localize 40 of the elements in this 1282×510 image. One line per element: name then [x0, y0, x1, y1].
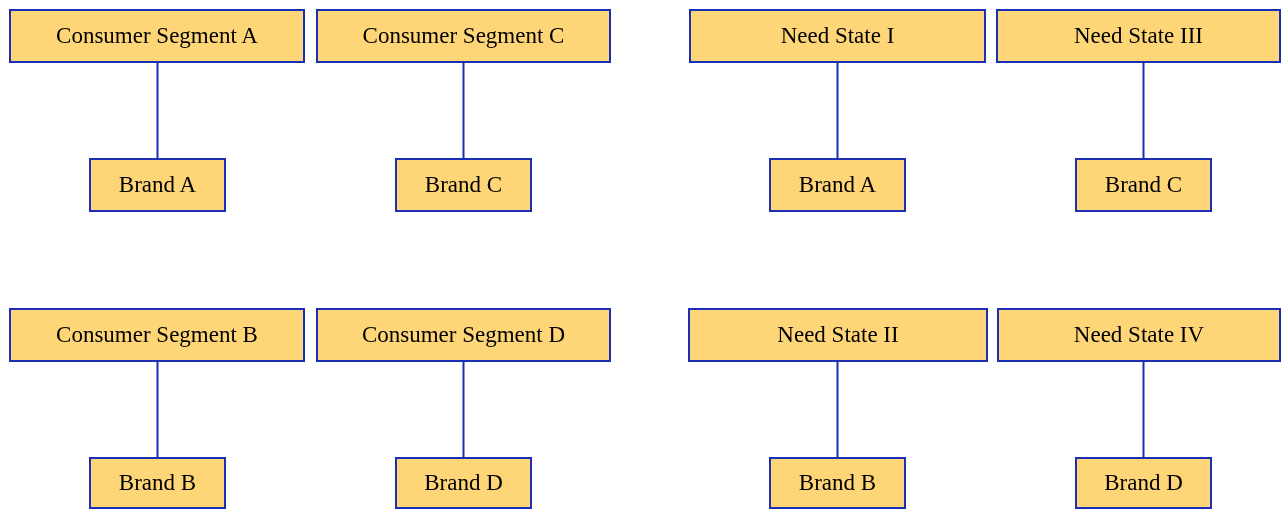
label-box [997, 308, 1281, 362]
connector-line [836, 62, 839, 159]
label-box [395, 158, 532, 212]
box-label: Consumer Segment C [362, 21, 565, 50]
connector-line [1142, 361, 1145, 458]
box-label: Brand D [424, 468, 503, 497]
label-box [689, 9, 986, 63]
connector-line [836, 361, 839, 458]
label-box [688, 308, 988, 362]
label-box [1075, 158, 1212, 212]
label-box [9, 308, 305, 362]
connector-line [156, 62, 159, 159]
box-label: Brand B [118, 468, 197, 497]
box-label: Need State IV [1073, 320, 1205, 349]
label-box [395, 457, 532, 509]
box-label: Brand A [118, 170, 197, 199]
label-box [9, 9, 305, 63]
label-box [769, 457, 906, 509]
box-label: Brand C [424, 170, 503, 199]
connector-line [1142, 62, 1145, 159]
connector-line [462, 62, 465, 159]
label-box [769, 158, 906, 212]
box-label: Need State II [777, 320, 899, 349]
box-label: Brand C [1104, 170, 1183, 199]
box-label: Need State III [1074, 21, 1203, 50]
label-box [996, 9, 1281, 63]
connector-line [462, 361, 465, 458]
connector-line [156, 361, 159, 458]
label-box [89, 158, 226, 212]
label-box [316, 308, 611, 362]
box-label: Consumer Segment D [361, 320, 566, 349]
box-label: Consumer Segment A [56, 21, 258, 50]
box-label: Brand B [798, 468, 877, 497]
label-box [1075, 457, 1212, 509]
box-label: Brand A [798, 170, 877, 199]
label-box [316, 9, 611, 63]
box-label: Consumer Segment B [56, 320, 258, 349]
box-label: Need State I [780, 21, 895, 50]
box-label: Brand D [1104, 468, 1183, 497]
label-box [89, 457, 226, 509]
